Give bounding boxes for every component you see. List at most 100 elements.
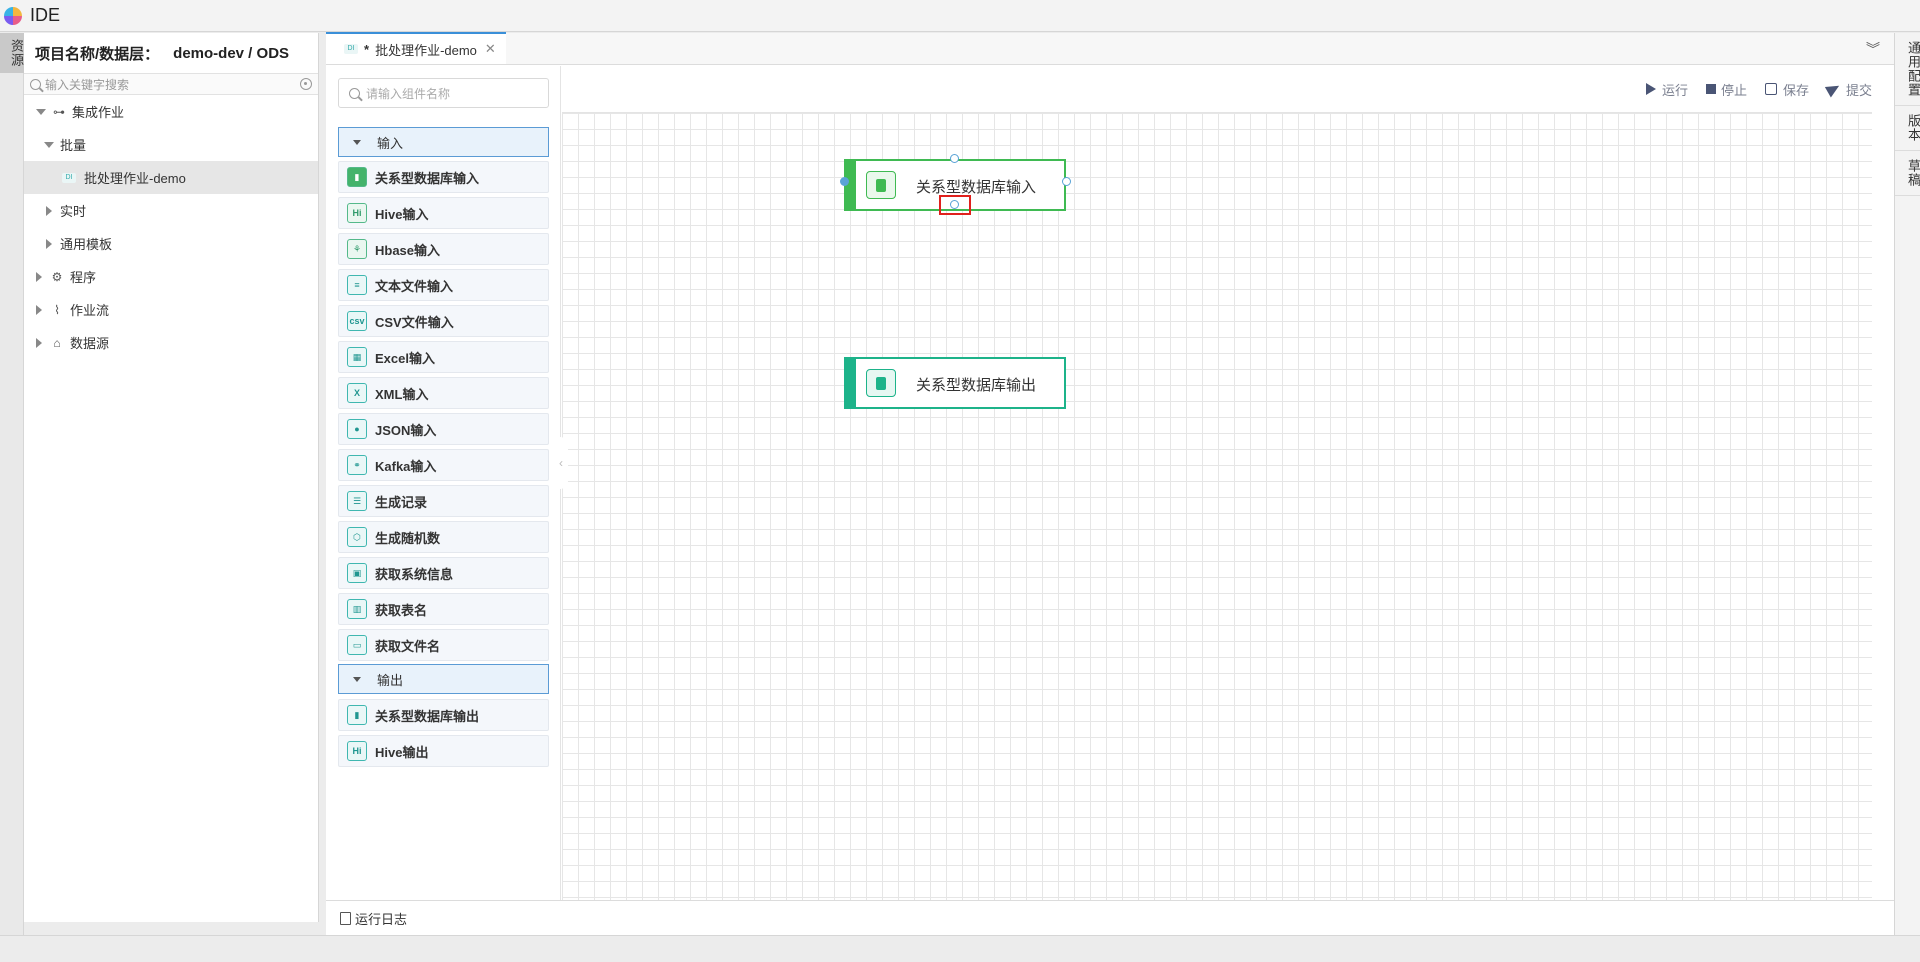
save-button[interactable]: 保存 xyxy=(1764,80,1809,99)
tree-item-label: 批处理作业-demo xyxy=(84,171,186,186)
log-bar: 运行日志 xyxy=(326,900,1894,935)
tree-item-datasources[interactable]: ⌂ 数据源 xyxy=(24,326,318,359)
run-button[interactable]: 运行 xyxy=(1645,80,1688,99)
tree-search-input[interactable]: 输入关键字搜索 xyxy=(45,77,130,92)
node-label: 关系型数据库输入 xyxy=(916,179,1037,196)
component-excel-input[interactable]: ▦ Excel输入 xyxy=(338,341,549,373)
collapse-palette-handle[interactable]: ‹ xyxy=(554,437,568,489)
json-icon: ● xyxy=(347,419,367,439)
close-icon[interactable]: ✕ xyxy=(484,41,496,56)
group-output[interactable]: 输出 xyxy=(338,664,549,694)
status-bar xyxy=(0,935,1920,962)
database-icon xyxy=(866,171,896,199)
database-output-icon: ▮ xyxy=(347,705,367,725)
node-top-port[interactable] xyxy=(950,154,959,163)
chevron-right-icon[interactable] xyxy=(46,238,52,249)
component-generate-records[interactable]: ☰ 生成记录 xyxy=(338,485,549,517)
component-json-input[interactable]: ● JSON输入 xyxy=(338,413,549,445)
component-xml-input[interactable]: X XML输入 xyxy=(338,377,549,409)
stop-icon xyxy=(1705,84,1716,94)
table-name-icon: ▥ xyxy=(347,599,367,619)
run-label: 运行 xyxy=(1661,82,1688,98)
component-csv-input[interactable]: csv CSV文件输入 xyxy=(338,305,549,337)
search-icon xyxy=(349,87,360,99)
stop-button[interactable]: 停止 xyxy=(1705,80,1747,99)
component-file-names[interactable]: ▭ 获取文件名 xyxy=(338,629,549,661)
run-log-tab[interactable]: 运行日志 xyxy=(355,911,408,927)
component-rdb-output[interactable]: ▮ 关系型数据库输出 xyxy=(338,699,549,731)
chevron-right-icon[interactable] xyxy=(36,304,42,315)
node-rdb-output[interactable]: 关系型数据库输出 xyxy=(844,357,1066,409)
xml-icon: X xyxy=(347,383,367,403)
component-label: 获取系统信息 xyxy=(375,566,454,582)
group-label: 输出 xyxy=(377,672,404,688)
node-right-port[interactable] xyxy=(1062,177,1071,186)
title-bar: IDE xyxy=(0,0,1920,32)
node-label: 关系型数据库输出 xyxy=(916,377,1037,394)
chevron-right-icon[interactable] xyxy=(36,337,42,348)
component-hbase-input[interactable]: ⚘ Hbase输入 xyxy=(338,233,549,265)
flow-canvas[interactable]: 关系型数据库输入 关系型数据库输出 xyxy=(562,112,1872,900)
datasource-icon: ⌂ xyxy=(53,335,61,350)
component-generate-random[interactable]: ⬡ 生成随机数 xyxy=(338,521,549,553)
component-label: 获取表名 xyxy=(375,602,428,618)
component-hive-output[interactable]: Hi Hive输出 xyxy=(338,735,549,767)
component-rdb-input[interactable]: ▮ 关系型数据库输入 xyxy=(338,161,549,193)
tree-item-label: 集成作业 xyxy=(72,105,125,120)
component-system-info[interactable]: ▣ 获取系统信息 xyxy=(338,557,549,589)
chevron-double-down-icon[interactable]: ︾ xyxy=(1866,41,1880,57)
tree-item-label: 通用模板 xyxy=(60,237,113,252)
tree-search[interactable]: 输入关键字搜索 xyxy=(24,73,318,95)
chevron-down-icon[interactable] xyxy=(44,141,54,148)
send-icon xyxy=(1824,80,1843,98)
tab-drafts[interactable]: 草稿 xyxy=(1895,151,1920,196)
hive-output-icon: Hi xyxy=(347,741,367,761)
tree-item-label: 数据源 xyxy=(70,336,110,351)
save-label: 保存 xyxy=(1782,82,1809,98)
component-label: Excel输入 xyxy=(375,350,435,366)
tab-versions[interactable]: 版本 xyxy=(1895,106,1920,151)
tree-item-label: 作业流 xyxy=(70,303,110,318)
tab-general-config[interactable]: 通用配置 xyxy=(1895,33,1920,106)
app-logo-icon xyxy=(4,6,22,25)
hbase-icon: ⚘ xyxy=(347,239,367,259)
component-palette: 请输入组件名称 输入 ▮ 关系型数据库输入 Hi Hive输入 ⚘ Hbase输… xyxy=(326,66,561,900)
database-icon: ▮ xyxy=(347,167,367,187)
tree-item-batch-job-demo[interactable]: DI 批处理作业-demo xyxy=(24,161,318,194)
component-hive-input[interactable]: Hi Hive输入 xyxy=(338,197,549,229)
component-label: Hbase输入 xyxy=(375,242,441,258)
submit-button[interactable]: 提交 xyxy=(1824,80,1872,99)
tab-batch-job-demo[interactable]: DI * 批处理作业-demo ✕ xyxy=(326,32,506,64)
integration-icon: ⊶ xyxy=(53,104,65,119)
group-input[interactable]: 输入 xyxy=(338,127,549,157)
play-icon xyxy=(1645,83,1656,95)
chevron-right-icon[interactable] xyxy=(46,205,52,216)
component-label: CSV文件输入 xyxy=(375,314,454,330)
locate-icon[interactable] xyxy=(300,78,312,90)
tree-item-realtime[interactable]: 实时 xyxy=(24,194,318,227)
chevron-right-icon[interactable] xyxy=(36,271,42,282)
hive-icon: Hi xyxy=(347,203,367,223)
tree-item-workflows[interactable]: ⌇ 作业流 xyxy=(24,293,318,326)
component-table-names[interactable]: ▥ 获取表名 xyxy=(338,593,549,625)
app-title: IDE xyxy=(30,5,61,25)
modified-mark: * xyxy=(364,41,370,57)
tree-item-programs[interactable]: ⚙ 程序 xyxy=(24,260,318,293)
tree-item-batch[interactable]: 批量 xyxy=(24,128,318,161)
component-text-file-input[interactable]: ≡ 文本文件输入 xyxy=(338,269,549,301)
stop-label: 停止 xyxy=(1720,82,1747,98)
project-label: 项目名称/数据层： xyxy=(35,45,160,63)
component-search-input[interactable]: 请输入组件名称 xyxy=(338,78,549,108)
component-label: 关系型数据库输入 xyxy=(375,170,480,186)
right-tab-strip: 通用配置 版本 草稿 xyxy=(1894,33,1920,935)
di-badge-icon: DI xyxy=(344,44,358,54)
chevron-down-icon[interactable] xyxy=(36,108,46,115)
tab-resource[interactable]: 资源 xyxy=(0,33,24,73)
node-left-port[interactable] xyxy=(840,177,849,186)
tree-item-templates[interactable]: 通用模板 xyxy=(24,227,318,260)
node-bottom-port[interactable] xyxy=(950,200,959,209)
component-kafka-input[interactable]: ⚭ Kafka输入 xyxy=(338,449,549,481)
chevron-down-icon xyxy=(353,676,361,682)
tree-item-integration-jobs[interactable]: ⊶ 集成作业 xyxy=(24,95,318,128)
di-badge-icon: DI xyxy=(62,172,76,183)
